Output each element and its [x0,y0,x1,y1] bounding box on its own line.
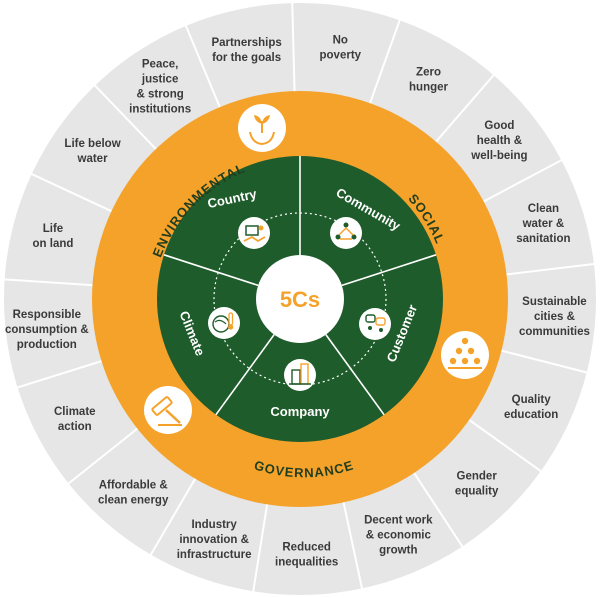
sdg-label: Good health & well-being [470,120,527,162]
sdg-label-line: Responsible [13,309,81,321]
sdg-label-line: Life [43,223,63,235]
globe-thermometer-icon [208,307,240,339]
sdg-label: Reduced inequalities [275,541,338,568]
sdg-label-line: water [77,153,109,165]
sdg-divider [503,262,597,276]
gavel-icon [144,386,192,434]
sdg-label: Life on land [33,223,74,250]
sdg-label-line: equality [455,485,499,497]
sdg-label: Life below water [64,138,120,165]
sdg-divider [433,72,496,145]
sdg-label: Industry innovation & infrastructure [177,519,252,561]
sdg-label-line: production [17,339,77,351]
sdg-divider [341,499,364,591]
sdg-label: No poverty [320,35,362,62]
sdg-label: Affordable & clean energy [98,479,169,506]
sdg-label-line: No [333,35,348,47]
sdg-label-line: innovation & [179,534,249,546]
sdg-label-line: on land [33,238,74,250]
sdg-label: Decent work & economic growth [364,514,433,556]
five-cs-dividers [163,156,437,416]
sdg-label-line: education [504,409,558,421]
hands-plant-icon [238,104,286,152]
building-icon [284,359,316,391]
conversation-icon [359,308,391,340]
sdg-label-line: Quality [512,394,552,406]
sdg-label: Gender equality [455,470,499,497]
five-cs-divider [215,334,275,416]
sdg-label-line: hunger [409,81,448,93]
sdg-label-line: water & [522,218,565,230]
sdg-label-line: Industry [191,519,237,531]
sdg-divider [480,158,564,204]
sdg-label-line: Reduced [282,541,331,553]
sdg-label: Peace, justice & strong institutions [129,58,191,115]
sdg-divider [466,417,544,474]
sdg-label-line: health & [477,135,522,147]
five-cs-divider [325,334,385,416]
sdg-divider [29,172,115,214]
sdg-label-line: consumption & [5,324,89,336]
sdg-label: Clean water & sanitation [516,203,570,245]
sdg-divider [66,425,141,486]
sdg-divider [498,348,589,374]
sdg-label-line: cities & [534,311,575,323]
sdg-label-line: Good [484,120,514,132]
sdg-label-line: justice [141,73,178,85]
sdg-label-line: Decent work [364,514,433,526]
sdg-label-line: Gender [457,470,498,482]
sdg-label-line: institutions [129,103,191,115]
sdg-label-line: Life below [64,138,120,150]
sdg-label-line: & economic [366,529,432,541]
sdg-label-line: Zero [416,66,441,78]
sdg-label-line: well-being [470,150,527,162]
sdg-label-line: action [58,421,92,433]
sdg-label-line: growth [379,544,417,556]
sdg-divider [251,501,269,594]
sdg-label: Partnerships for the goals [211,37,281,64]
sdg-label-line: Sustainable [522,296,587,308]
sdg-label: Quality education [504,394,558,421]
sdg-label: Zero hunger [409,66,448,93]
sdg-label-line: inequalities [275,556,338,568]
map-icon [238,217,270,249]
sdg-divider [411,469,465,549]
sdg-divider [92,83,159,152]
sdg-label-line: Clean [528,203,559,215]
sdg-label: Sustainable cities & communities [519,296,590,338]
sdg-label-line: sanitation [516,233,570,245]
sdg-label-line: communities [519,326,590,338]
sdg-label-line: & strong [136,88,183,100]
sdg-label-line: clean energy [98,494,169,506]
sdg-divider [15,359,105,389]
sdg-label-line: Affordable & [99,479,168,491]
sdg-label: Responsible consumption & production [5,309,89,351]
center-label: 5Cs [280,287,320,312]
pillar-label-governance: GOVERNANCE [252,457,355,480]
center-hub [256,255,344,343]
sdg-label-line: for the goals [212,52,281,64]
sdg-divider [148,475,198,557]
people-network-icon [330,217,362,249]
sdg-divider [368,18,402,107]
sdg-divider [184,23,222,111]
inner-dotted-circle [213,212,387,386]
sdg-label-line: Peace, [142,58,178,70]
sdg-label: Climate action [54,406,96,433]
sdg-label-line: Climate [54,406,96,418]
c-label-company: Company [270,404,330,419]
people-pyramid-icon [441,331,489,379]
sdg-divider [2,278,96,287]
sdg-label-line: poverty [320,50,362,62]
sdg-label-line: infrastructure [177,549,252,561]
five-cs-divider [341,254,437,287]
sdg-divider [291,1,296,95]
five-cs-divider [163,254,259,287]
sdg-label-line: Partnerships [211,37,281,49]
